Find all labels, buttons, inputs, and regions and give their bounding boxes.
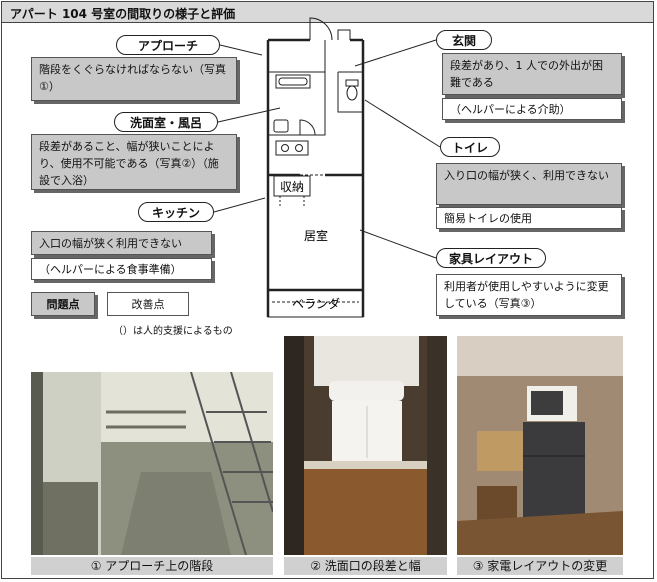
room-label: 居室	[304, 228, 328, 243]
kitchen-improvement: （ヘルパーによる食事準備）	[31, 258, 212, 280]
furniture-improvement: 利用者が使用しやすいように変更している（写真③）	[436, 274, 622, 316]
photo-3-caption: ③ 家電レイアウトの変更	[457, 557, 623, 575]
washroom-leader	[217, 107, 281, 123]
entrance-label: 玄関	[436, 30, 492, 50]
entrance-problem: 段差があり、1 人での外出が困難である	[442, 53, 622, 95]
veranda-label: ベランダ	[292, 296, 340, 311]
photo-1-caption: ① アプローチ上の階段	[31, 557, 273, 575]
kitchen-label: キッチン	[138, 202, 214, 222]
toilet-label: トイレ	[440, 137, 500, 157]
photo-appliances	[457, 336, 623, 555]
legend-note: （）は人的支援によるもの	[113, 326, 233, 337]
kitchen-leader	[213, 197, 266, 213]
approach-problem: 階段をくぐらなければならない（写真①）	[31, 57, 237, 101]
furniture-label: 家具レイアウト	[436, 248, 546, 268]
legend-problem: 問題点	[31, 292, 95, 316]
closet-label: 収納	[280, 180, 304, 194]
title-bar: アパート 104 号室の間取りの様子と評価	[2, 2, 653, 23]
page-title: アパート 104 号室の間取りの様子と評価	[10, 7, 236, 21]
toilet-improvement: 簡易トイレの使用	[436, 207, 622, 229]
furniture-leader	[359, 229, 437, 259]
kitchen-problem: 入口の幅が狭く利用できない	[31, 231, 212, 255]
entrance-leader	[354, 39, 437, 67]
washroom-label: 洗面室・風呂	[114, 112, 218, 132]
photo-approach-stairs	[31, 372, 273, 555]
photo-washroom	[284, 336, 447, 555]
toilet-leader	[364, 99, 441, 148]
toilet-problem: 入り口の幅が狭く、利用できない	[436, 163, 622, 205]
approach-label: アプローチ	[116, 35, 220, 55]
washroom-problem: 段差があること、幅が狭いことにより、使用不可能である（写真②）（施設で入浴）	[31, 134, 237, 190]
entrance-improvement: （ヘルパーによる介助）	[442, 98, 622, 120]
legend-improvement: 改善点	[107, 292, 189, 316]
photo-2-caption: ② 洗面口の段差と幅	[284, 557, 447, 575]
approach-leader	[219, 44, 263, 56]
